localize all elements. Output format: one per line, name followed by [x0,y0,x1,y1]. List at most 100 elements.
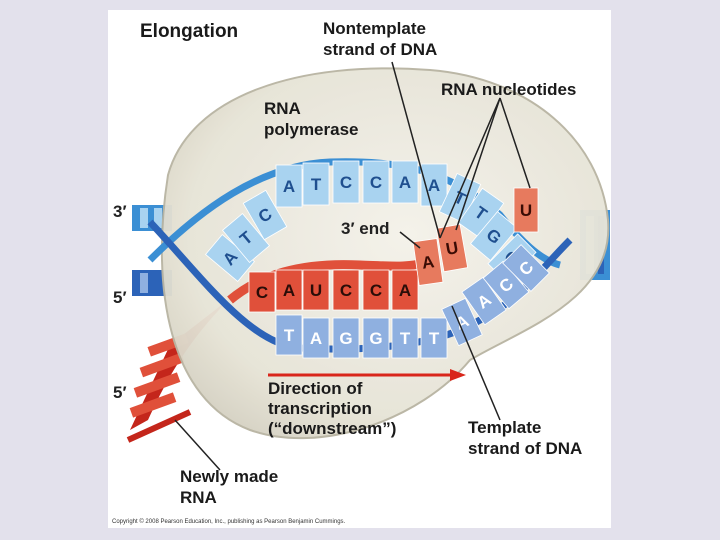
template-base-3: G [362,317,390,359]
rna-base-3: C [332,269,360,311]
template-base-tile [441,297,483,347]
nontemplate-base-3: A [275,164,303,208]
template-base-tile [362,317,390,359]
rna-base-1: A [275,269,303,311]
nontemplate-base-10: T [457,187,505,239]
newly-made-rna-strand [126,300,228,443]
template-base-tile [332,317,360,359]
rna-base-tile [248,271,276,313]
nontemplate-bases: ATCATCCAATTGG [204,160,537,283]
template-base-letter: T [284,326,295,345]
nontemplate-base-4: T [302,162,330,206]
template-base-tile [420,317,448,359]
end-label-top-left: 3′ [113,202,127,221]
leader-lines [174,61,531,471]
rna-base-tile [302,269,330,311]
label-newly-line2: RNA [180,488,217,507]
nontemplate-base-1: T [221,212,271,264]
template-base-2: G [332,317,360,359]
incoming-nucleotide-letter: U [520,201,532,220]
nontemplate-base-letter: A [399,173,411,192]
rna-base-letter: C [370,281,382,300]
label-newly-line1: Newly made [180,467,278,486]
nontemplate-base-tile [275,164,303,208]
nontemplate-base-letter: A [428,176,440,195]
nontemplate-base-0: A [204,233,256,283]
nontemplate-base-letter: C [340,173,352,192]
nontemplate-base-tile [242,189,288,241]
nontemplate-base-tile [362,160,390,204]
nontemplate-base-tile [302,162,330,206]
incoming-nucleotide-1: U [435,223,469,273]
template-base-tile [302,317,330,359]
template-base-0: T [275,314,303,356]
rna-polymerase-bubble [160,67,610,440]
nontemplate-base-letter: T [311,175,322,194]
template-base-9: C [502,244,550,292]
rna-base-letter: A [283,281,295,300]
incoming-nucleotide-tile [412,238,444,286]
rna-base-letter: C [256,283,268,302]
rna-base-letter: U [310,281,322,300]
incoming-nucleotide-tile [435,223,469,273]
label-three-prime-end: 3′ end [341,219,389,238]
rna-base-tile [391,269,419,311]
label-rna-nucleotides: RNA nucleotides [441,80,576,99]
copyright-text: Copyright © 2008 Pearson Education, Inc.… [112,518,346,525]
rna-base-tile [275,269,303,311]
template-base-8: C [482,260,530,310]
incoming-nucleotide-0: A [412,238,444,286]
template-base-letter: G [339,329,352,348]
incoming-rna-nucleotides: AUU [412,187,539,286]
nontemplate-base-letter: C [370,173,382,192]
nontemplate-base-6: C [362,160,390,204]
end-label-mid-left: 5′ [113,288,127,307]
nontemplate-base-tile [221,212,271,264]
direction-arrow [268,369,466,381]
nontemplate-base-2: C [242,189,288,241]
label-direction-line2: transcription [268,399,372,418]
template-base-tile [461,276,507,326]
rna-base-letter: C [340,281,352,300]
template-base-tile [275,314,303,356]
template-base-letter: A [310,329,322,348]
label-polymerase-line1: RNA [264,99,301,118]
template-base-letter: T [400,329,411,348]
template-base-7: A [461,276,507,326]
template-base-letter: T [429,329,440,348]
template-base-letter: G [369,329,382,348]
nontemplate-base-letter: A [283,177,295,196]
end-label-bottom-left: 5′ [113,383,127,402]
template-base-6: A [441,297,483,347]
rna-base-2: U [302,269,330,311]
template-base-tile [391,317,419,359]
incoming-nucleotide-tile [513,187,539,233]
incoming-nucleotide-2: U [513,187,539,233]
template-base-5: T [420,317,448,359]
rna-base-4: C [362,269,390,311]
template-base-4: T [391,317,419,359]
nontemplate-base-11: G [469,210,519,262]
rna-base-tile [362,269,390,311]
nontemplate-base-tile [332,160,360,204]
rna-base-tile [332,269,360,311]
template-base-tile [502,244,550,292]
incoming-nucleotide-letter: U [444,238,459,259]
rna-base-letter: A [399,281,411,300]
nontemplate-base-7: A [391,160,419,204]
label-template-line2: strand of DNA [468,439,582,458]
nontemplate-base-tile [391,160,419,204]
label-direction-line3: (“downstream”) [268,419,396,438]
diagram-title: Elongation [140,21,238,42]
label-template-line1: Template [468,418,541,437]
label-direction-line1: Direction of [268,379,363,398]
incoming-nucleotide-letter: A [421,252,436,273]
nontemplate-base-tile [469,210,519,262]
nontemplate-base-5: C [332,160,360,204]
label-polymerase-line2: polymerase [264,120,359,139]
template-base-1: A [302,317,330,359]
